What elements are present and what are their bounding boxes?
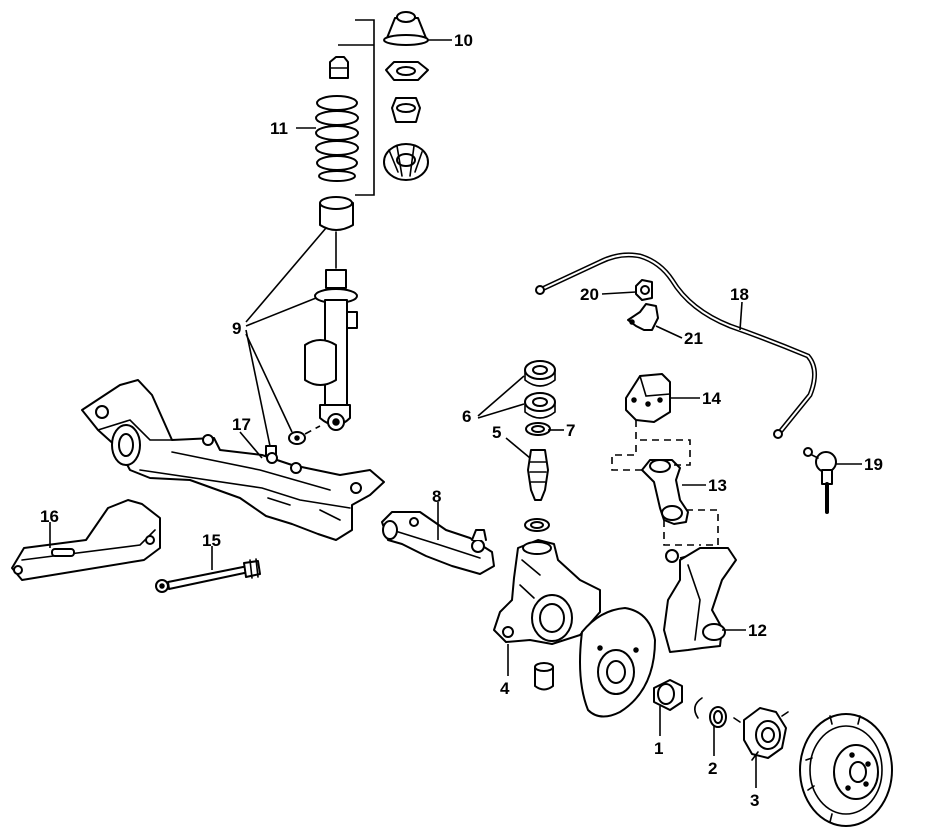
callout-10: 10 [454, 31, 473, 50]
callout-5: 5 [492, 423, 501, 442]
engine-cradle[interactable] [81, 379, 385, 541]
upper-control-arm[interactable] [641, 459, 689, 525]
splash-shield[interactable] [579, 607, 656, 718]
callout-15: 15 [202, 531, 221, 550]
callout-2: 2 [708, 759, 717, 778]
callout-19: 19 [864, 455, 883, 474]
callout-9: 9 [232, 319, 241, 338]
callout-12: 12 [748, 621, 767, 640]
callout-1: 1 [654, 739, 663, 758]
wheel-hub[interactable] [733, 707, 789, 761]
steering-arm[interactable] [663, 547, 737, 653]
callout-14: 14 [702, 389, 721, 408]
knuckle-bushing[interactable] [534, 662, 554, 691]
callout-8: 8 [432, 487, 441, 506]
brake-rotor[interactable] [799, 713, 893, 827]
callout-11: 11 [270, 119, 288, 138]
callout-7: 7 [566, 421, 575, 440]
leader-lines [49, 39, 862, 788]
wheel-bearings[interactable] [524, 360, 556, 419]
upper-mount-bracket[interactable] [625, 373, 671, 423]
stabilizer-bushing[interactable] [635, 279, 653, 301]
bearing-seal[interactable] [525, 422, 551, 436]
callout-20: 20 [580, 285, 599, 304]
strut-assembly[interactable] [265, 196, 358, 459]
callout-6: 6 [462, 407, 471, 426]
stabilizer-bar[interactable] [535, 252, 817, 439]
spindle-stud[interactable] [524, 449, 550, 532]
lower-control-arm[interactable] [381, 511, 495, 575]
callout-4: 4 [500, 679, 510, 698]
stabilizer-clamp[interactable] [627, 303, 659, 331]
upper-group-bracket [355, 19, 375, 196]
callout-13: 13 [708, 476, 727, 495]
callout-17: 17 [232, 415, 251, 434]
cradle-brace[interactable] [11, 499, 161, 581]
hub-bearing[interactable] [653, 679, 683, 711]
callout-16: 16 [40, 507, 59, 526]
callout-3: 3 [750, 791, 759, 810]
stabilizer-link[interactable] [803, 447, 837, 514]
callout-21: 21 [684, 329, 703, 348]
steering-knuckle[interactable] [493, 539, 601, 645]
strut-top-mount[interactable] [383, 11, 429, 181]
callout-18: 18 [730, 285, 749, 304]
coil-spring[interactable] [315, 56, 359, 182]
strut-rod[interactable] [155, 558, 261, 593]
snap-ring[interactable] [694, 697, 727, 728]
